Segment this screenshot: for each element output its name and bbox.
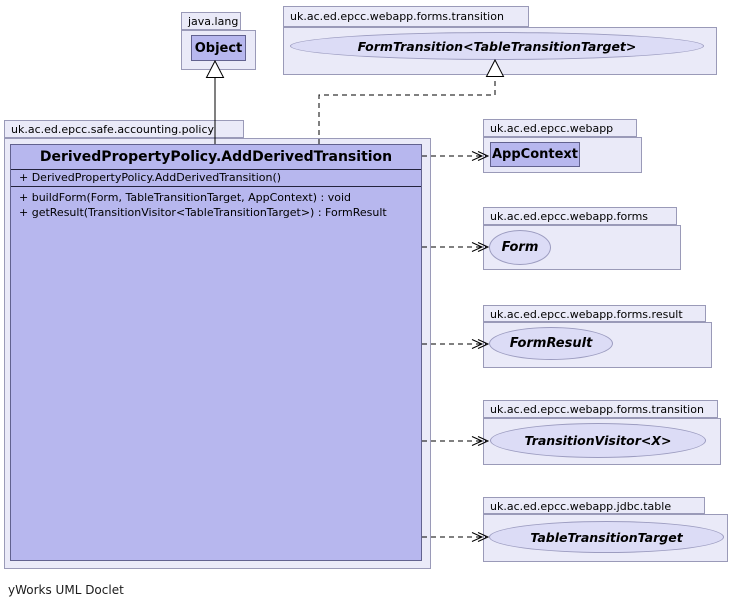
package-tab-webapp: uk.ac.ed.epcc.webapp	[483, 119, 637, 137]
interface-transition-visitor[interactable]: TransitionVisitor<X>	[490, 423, 706, 458]
package-name: java.lang	[188, 15, 239, 28]
edge-dependency-tabletransitiontarget-arrowhead2	[471, 532, 484, 542]
package-name: uk.ac.ed.epcc.webapp.forms.result	[490, 308, 683, 321]
class-app-context-label: AppContext	[491, 147, 579, 162]
interface-form-result[interactable]: FormResult	[489, 327, 613, 360]
class-main-method-buildform[interactable]: + buildForm(Form, TableTransitionTarget,…	[19, 191, 351, 204]
package-tab-jdbc-table: uk.ac.ed.epcc.webapp.jdbc.table	[483, 497, 705, 514]
interface-form-transition-label: FormTransition<TableTransitionTarget>	[357, 38, 637, 54]
interface-form-transition[interactable]: FormTransition<TableTransitionTarget>	[290, 32, 704, 60]
class-app-context[interactable]: AppContext	[490, 142, 580, 167]
class-main-title: DerivedPropertyPolicy.AddDerivedTransiti…	[11, 145, 421, 170]
package-name: uk.ac.ed.epcc.webapp.jdbc.table	[490, 500, 672, 513]
interface-transition-visitor-label: TransitionVisitor<X>	[524, 433, 672, 448]
interface-form-result-label: FormResult	[509, 336, 593, 351]
package-name: uk.ac.ed.epcc.webapp.forms.transition	[290, 10, 504, 23]
package-name: uk.ac.ed.epcc.safe.accounting.policy	[11, 123, 215, 136]
interface-form-label: Form	[501, 240, 539, 255]
edge-dependency-formresult-arrowhead2	[471, 339, 484, 349]
class-main-constructor[interactable]: + DerivedPropertyPolicy.AddDerivedTransi…	[11, 170, 421, 187]
package-tab-java-lang: java.lang	[181, 12, 241, 30]
class-object-label: Object	[194, 40, 243, 56]
package-name: uk.ac.ed.epcc.webapp.forms	[490, 210, 649, 223]
package-tab-forms: uk.ac.ed.epcc.webapp.forms	[483, 207, 677, 225]
interface-table-transition-target[interactable]: TableTransitionTarget	[489, 521, 724, 553]
class-main-method-getresult[interactable]: + getResult(TransitionVisitor<TableTrans…	[19, 206, 387, 219]
edge-implements-formtransition-line	[318, 77, 496, 144]
package-name: uk.ac.ed.epcc.webapp.forms.transition	[490, 403, 704, 416]
interface-table-transition-target-label: TableTransitionTarget	[530, 529, 683, 545]
package-tab-forms-transition-top: uk.ac.ed.epcc.webapp.forms.transition	[283, 6, 529, 27]
class-object[interactable]: Object	[191, 35, 246, 61]
package-tab-policy: uk.ac.ed.epcc.safe.accounting.policy	[4, 120, 244, 138]
class-main-methods: + buildForm(Form, TableTransitionTarget,…	[11, 187, 421, 220]
package-tab-forms-transition-right: uk.ac.ed.epcc.webapp.forms.transition	[483, 400, 718, 418]
edge-dependency-appcontext-arrowhead2	[471, 151, 484, 161]
edge-dependency-form-arrowhead2	[471, 242, 484, 252]
package-name: uk.ac.ed.epcc.webapp	[490, 122, 614, 135]
attribution-text: yWorks UML Doclet	[8, 583, 124, 597]
interface-form[interactable]: Form	[489, 230, 551, 265]
edge-dependency-transitionvisitor-arrowhead2	[471, 436, 484, 446]
package-tab-forms-result: uk.ac.ed.epcc.webapp.forms.result	[483, 305, 706, 322]
class-main[interactable]: DerivedPropertyPolicy.AddDerivedTransiti…	[10, 144, 422, 561]
